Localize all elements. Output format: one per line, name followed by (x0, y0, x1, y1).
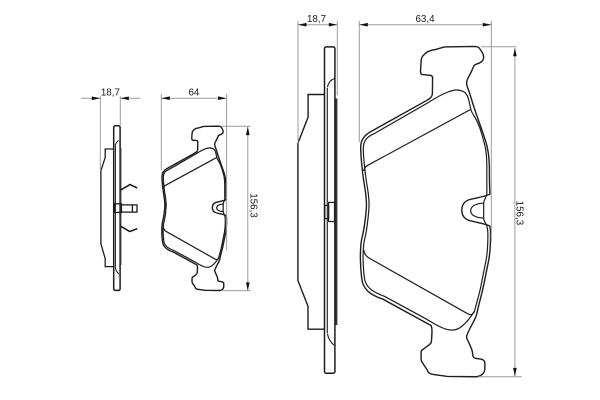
svg-text:156,3: 156,3 (247, 193, 258, 218)
svg-text:18,7: 18,7 (307, 14, 326, 25)
svg-text:18,7: 18,7 (101, 87, 120, 98)
svg-text:63,4: 63,4 (415, 14, 435, 25)
svg-text:156,3: 156,3 (514, 201, 525, 226)
svg-text:64: 64 (188, 88, 199, 99)
